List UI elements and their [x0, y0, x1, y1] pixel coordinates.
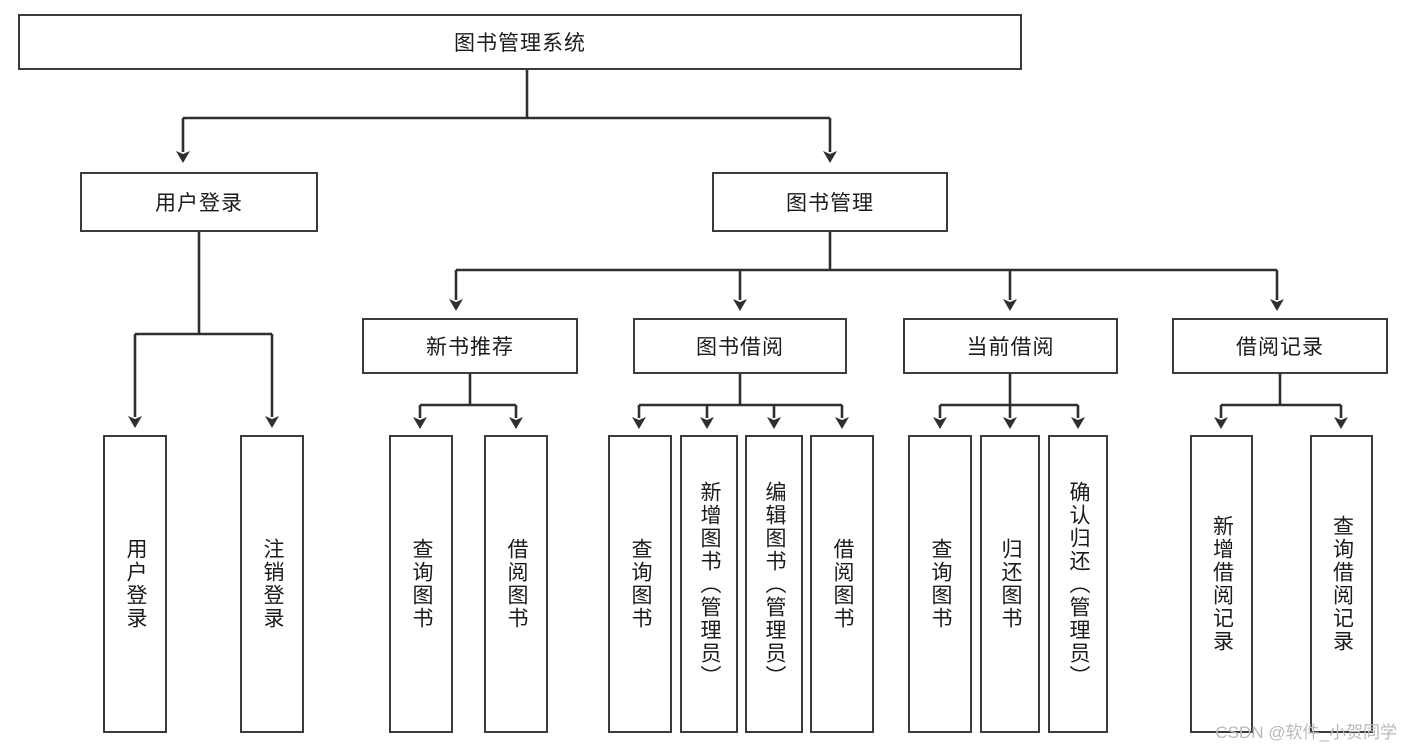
- node-leaf-query-book-1-label: 查询图书: [410, 538, 434, 630]
- edge-new-book-recommend-bus: [413, 374, 523, 429]
- edge-user-login-bus: [128, 232, 279, 428]
- node-leaf-borrow-book-1[interactable]: 借阅图书: [484, 435, 548, 733]
- node-leaf-borrow-book-2-label: 借阅图书: [831, 538, 855, 630]
- node-leaf-query-book-3-label: 查询图书: [929, 538, 953, 630]
- node-leaf-logout[interactable]: 注销登录: [240, 435, 304, 733]
- node-leaf-add-borrow-record[interactable]: 新增借阅记录: [1190, 435, 1253, 733]
- node-user-login[interactable]: 用户登录: [80, 172, 318, 232]
- node-leaf-confirm-return-admin-label: 确认归还（管理员）: [1067, 480, 1091, 688]
- edge-book-manage-bus: [449, 232, 1284, 311]
- node-leaf-query-book-3[interactable]: 查询图书: [908, 435, 972, 733]
- node-root[interactable]: 图书管理系统: [18, 14, 1022, 70]
- node-leaf-edit-book-admin[interactable]: 编辑图书（管理员）: [745, 435, 803, 733]
- node-leaf-query-book-2[interactable]: 查询图书: [608, 435, 672, 733]
- node-current-borrow[interactable]: 当前借阅: [903, 318, 1118, 374]
- node-leaf-user-login[interactable]: 用户登录: [103, 435, 167, 733]
- node-root-label: 图书管理系统: [454, 32, 586, 55]
- watermark: CSDN @软件_小贺同学: [1215, 723, 1397, 742]
- node-leaf-query-book-1[interactable]: 查询图书: [389, 435, 453, 733]
- node-book-borrow[interactable]: 图书借阅: [633, 318, 847, 374]
- node-leaf-user-login-label: 用户登录: [124, 538, 148, 630]
- node-leaf-query-borrow-record-label: 查询借阅记录: [1330, 515, 1354, 653]
- node-leaf-logout-label: 注销登录: [261, 538, 285, 630]
- node-current-borrow-label: 当前借阅: [966, 336, 1055, 359]
- node-book-manage-label: 图书管理: [786, 192, 874, 215]
- node-new-book-recommend[interactable]: 新书推荐: [362, 318, 578, 374]
- edge-current-borrow-bus: [933, 374, 1085, 429]
- node-leaf-query-book-2-label: 查询图书: [629, 538, 653, 630]
- edge-root-bus: [176, 70, 837, 163]
- node-book-borrow-label: 图书借阅: [696, 336, 784, 359]
- node-leaf-return-book[interactable]: 归还图书: [980, 435, 1040, 733]
- node-leaf-add-book-admin-label: 新增图书（管理员）: [698, 480, 722, 688]
- node-book-manage[interactable]: 图书管理: [712, 172, 948, 232]
- node-leaf-edit-book-admin-label: 编辑图书（管理员）: [763, 480, 787, 688]
- node-leaf-borrow-book-1-label: 借阅图书: [505, 538, 529, 630]
- node-leaf-add-book-admin[interactable]: 新增图书（管理员）: [680, 435, 738, 733]
- node-user-login-label: 用户登录: [155, 192, 243, 215]
- node-leaf-borrow-book-2[interactable]: 借阅图书: [810, 435, 874, 733]
- node-leaf-return-book-label: 归还图书: [999, 538, 1023, 630]
- node-leaf-add-borrow-record-label: 新增借阅记录: [1210, 515, 1234, 653]
- node-borrow-record[interactable]: 借阅记录: [1172, 318, 1388, 374]
- node-new-book-recommend-label: 新书推荐: [426, 336, 514, 359]
- node-leaf-query-borrow-record[interactable]: 查询借阅记录: [1310, 435, 1373, 733]
- edge-borrow-record-bus: [1214, 374, 1348, 429]
- node-leaf-confirm-return-admin[interactable]: 确认归还（管理员）: [1048, 435, 1108, 733]
- edge-book-borrow-bus: [632, 374, 849, 429]
- node-borrow-record-label: 借阅记录: [1236, 336, 1324, 359]
